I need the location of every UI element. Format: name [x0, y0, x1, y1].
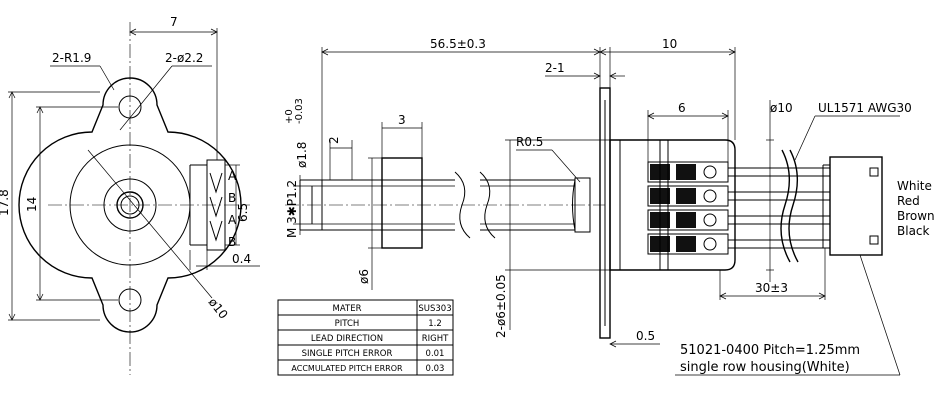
- spec-label: PITCH: [335, 319, 360, 329]
- wire-spec: UL1571 AWG30: [818, 101, 912, 115]
- dim-lead-tol-upper: +0: [284, 109, 295, 124]
- dim-mount-holes: 2-ø2.2: [165, 51, 203, 65]
- dim-terminal-pitch: 6.5: [236, 203, 250, 222]
- wire-color-3: Brown: [897, 209, 935, 223]
- dim-lead-diameter: ø1.8: [295, 142, 309, 168]
- wire-color-4: Black: [897, 224, 930, 238]
- mount-hole-bottom: [118, 288, 142, 312]
- dim-mount-radius: 2-R1.9: [52, 51, 91, 65]
- dim-coil-length: 6: [678, 101, 686, 115]
- coil-windings: [650, 164, 696, 252]
- dim-housing-diameter: 2-ø6±0.05: [494, 274, 508, 338]
- spec-value: 0.03: [426, 364, 445, 374]
- dim-nut-width: 3: [398, 113, 406, 127]
- front-view-labels: 7 2-R1.9 2-ø2.2 17.8 14 ø10 6.5 0.4 A B …: [0, 15, 251, 322]
- motor-view: [599, 87, 901, 376]
- dim-thread: M 3✱P1.2: [285, 180, 299, 238]
- dim-body-diameter: ø10: [206, 295, 231, 321]
- dim-wire-diameter: ø10: [770, 101, 793, 115]
- motor-labels: 6 ø10 UL1571 AWG30 30±3 0.5 White Red Br…: [636, 101, 935, 375]
- motor-body: [609, 139, 736, 271]
- spec-value: 0.01: [426, 349, 445, 359]
- wire-color-2: Red: [897, 194, 920, 208]
- connector-note-line-2: single row housing(White): [680, 360, 850, 375]
- pin-label-1: A: [228, 169, 237, 183]
- dim-hole-pitch: 14: [25, 197, 39, 212]
- dim-screw-length: 56.5±0.3: [430, 37, 486, 51]
- wire-color-1: White: [897, 179, 932, 193]
- flange-outline: [18, 77, 242, 333]
- spec-table: MATER SUS303 PITCH 1.2 LEAD DIRECTION RI…: [277, 299, 454, 376]
- connector-housing: [829, 156, 883, 256]
- dim-overall-height: 17.8: [0, 189, 11, 216]
- dim-nut-diameter: ø6: [357, 269, 371, 284]
- dim-side-width: 7: [170, 15, 178, 29]
- connector-note-line-1: 51021-0400 Pitch=1.25mm: [680, 343, 860, 358]
- wire-bundle: [728, 149, 830, 263]
- spec-label: SINGLE PITCH ERROR: [302, 349, 393, 359]
- spec-label: LEAD DIRECTION: [311, 334, 383, 344]
- spec-label: ACCMULATED PITCH ERROR: [291, 364, 403, 373]
- pin-label-4: B: [228, 235, 236, 249]
- dim-lead-tol-lower: -0.03: [294, 98, 305, 124]
- spec-value: SUS303: [418, 304, 451, 314]
- dim-tip-length: 2: [327, 136, 341, 144]
- spec-value: 1.2: [428, 319, 442, 329]
- terminal-block: [206, 159, 226, 251]
- lead-screw-labels: 56.5±0.3 10 2-1 2 3 ø1.8 +0 -0.03 M 3✱P1…: [284, 37, 677, 338]
- spec-label: MATER: [333, 304, 362, 314]
- pin-label-2: B: [228, 191, 236, 205]
- front-view: [8, 22, 260, 375]
- dim-cable-length: 30±3: [755, 281, 788, 295]
- pin-label-3: A: [228, 213, 237, 227]
- dim-terminal-offset: 0.4: [232, 252, 251, 266]
- dim-radius: R0.5: [516, 135, 543, 149]
- dim-motor-length: 10: [662, 37, 677, 51]
- dim-flange-offset: 0.5: [636, 329, 655, 343]
- spec-value: RIGHT: [422, 334, 449, 344]
- dim-flange-thickness: 2-1: [545, 61, 565, 75]
- nut: [381, 157, 423, 249]
